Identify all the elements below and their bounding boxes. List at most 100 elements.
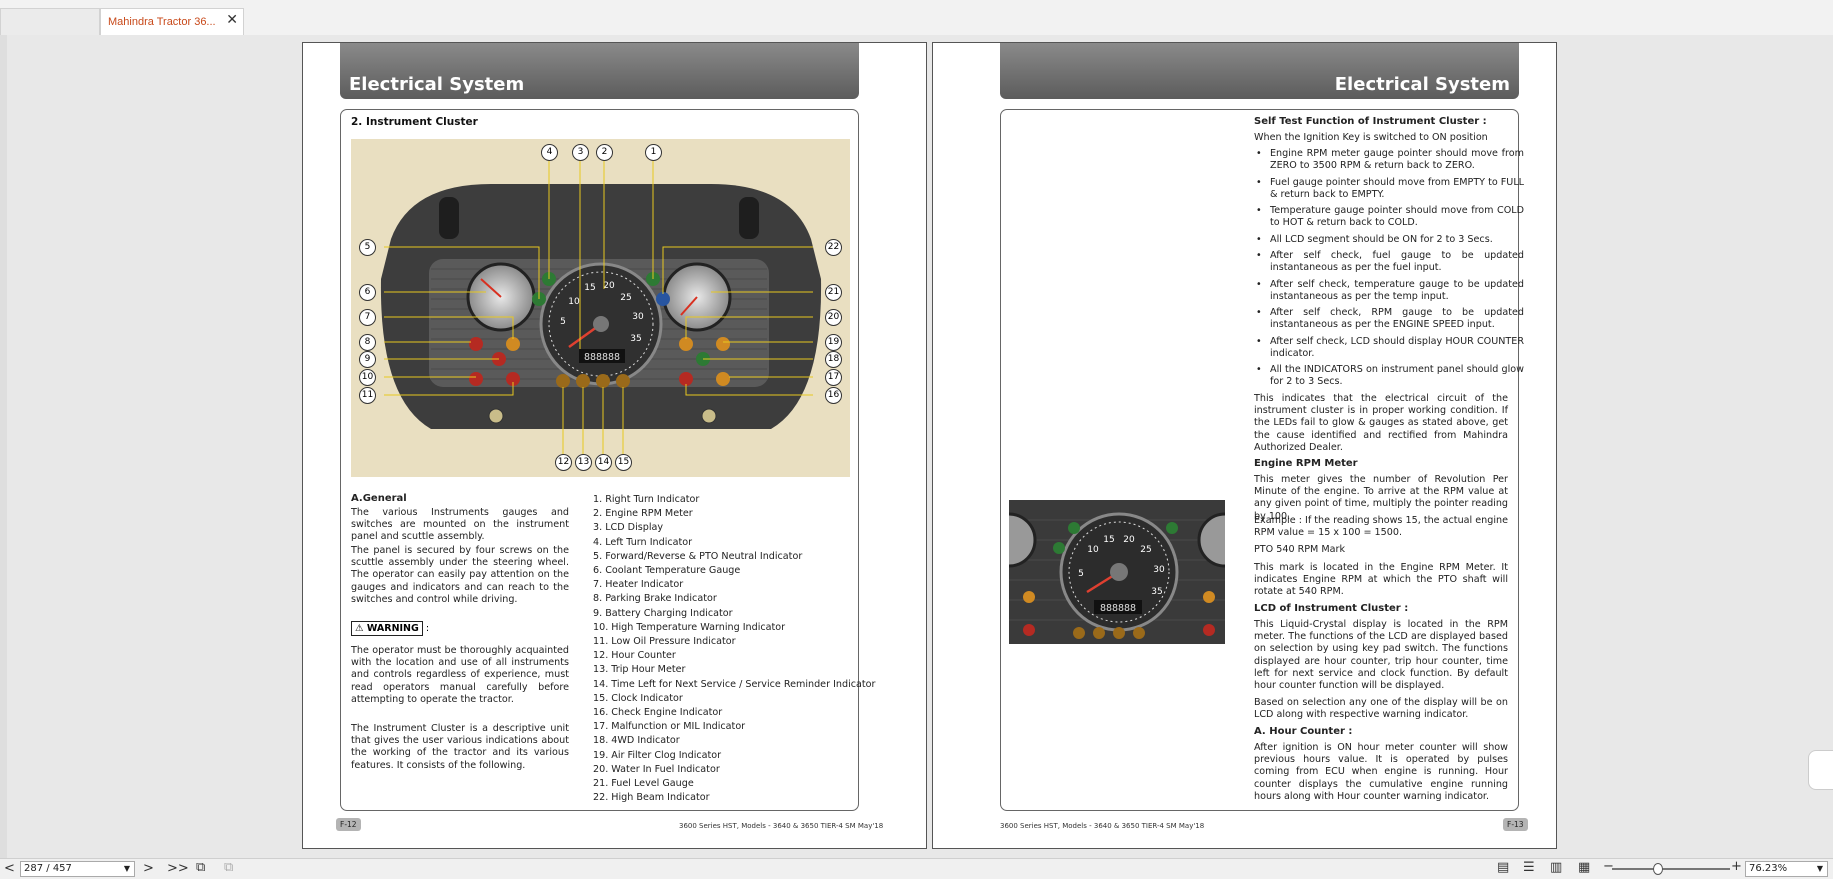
self-test-summary: This indicates that the electrical circu… — [1254, 393, 1508, 453]
list-item: 11. Low Oil Pressure Indicator — [593, 636, 736, 648]
callout-4: 4 — [541, 144, 558, 161]
lcd-heading: LCD of Instrument Cluster : — [1254, 603, 1409, 614]
chevron-down-icon[interactable]: ▼ — [123, 864, 130, 873]
self-test-heading: Self Test Function of Instrument Cluster… — [1254, 116, 1487, 127]
prev-page-button[interactable]: < — [4, 861, 15, 876]
callout-10: 10 — [359, 369, 376, 386]
callout-7: 7 — [359, 309, 376, 326]
rpm-meter-illustration: 888888 5 10 15 20 25 30 35 — [1009, 500, 1225, 644]
pto-heading: PTO 540 RPM Mark — [1254, 544, 1346, 555]
list-item: 21. Fuel Level Gauge — [593, 778, 694, 790]
tab-inactive[interactable] — [0, 8, 100, 35]
lcd-text-2: Based on selection any one of the displa… — [1254, 697, 1508, 721]
svg-text:35: 35 — [1151, 587, 1162, 597]
callout-17: 17 — [825, 369, 842, 386]
page-right: Electrical System Self Test Function of … — [932, 42, 1557, 849]
list-item: 22. High Beam Indicator — [593, 792, 710, 804]
callout-19: 19 — [825, 334, 842, 351]
next-page-button[interactable]: > — [143, 861, 154, 876]
pto-text: This mark is located in the Engine RPM M… — [1254, 562, 1508, 598]
callout-15: 15 — [615, 454, 632, 471]
list-item: 17. Malfunction or MIL Indicator — [593, 721, 746, 733]
tab-document[interactable]: Mahindra Tractor 36... ✕ — [100, 8, 244, 36]
list-item: 6. Coolant Temperature Gauge — [593, 565, 741, 577]
callout-16: 16 — [825, 387, 842, 404]
svg-text:20: 20 — [1123, 535, 1135, 545]
page-left: Electrical System 2. Instrument Cluster — [302, 42, 927, 849]
content-frame — [1000, 109, 1519, 811]
hour-counter-text: After ignition is ON hour meter counter … — [1254, 742, 1508, 802]
svg-text:30: 30 — [1153, 565, 1165, 575]
continuous-facing-view-icon[interactable]: ▦ — [1578, 860, 1591, 875]
callout-14: 14 — [595, 454, 612, 471]
page-number-input[interactable]: 287 / 457 ▼ — [20, 861, 135, 877]
page-header-band: Electrical System — [1000, 43, 1519, 99]
page-footer: 3600 Series HST, Models - 3640 & 3650 TI… — [1000, 822, 1205, 830]
self-test-bullet: Fuel gauge pointer should move from EMPT… — [1254, 177, 1524, 201]
list-item: 3. LCD Display — [593, 522, 664, 534]
zoom-slider[interactable] — [1612, 868, 1730, 870]
list-item: 12. Hour Counter — [593, 650, 676, 662]
last-page-button[interactable]: >> — [167, 861, 189, 876]
callout-8: 8 — [359, 334, 376, 351]
rpm-meter-photo: 888888 5 10 15 20 25 30 35 — [1009, 500, 1225, 644]
list-item: 16. Check Engine Indicator — [593, 707, 723, 719]
list-item: 14. Time Left for Next Service / Service… — [593, 678, 876, 690]
page-header-title: Electrical System — [349, 74, 525, 95]
self-test-bullet: After self check, RPM gauge to be update… — [1254, 307, 1524, 331]
callout-9: 9 — [359, 351, 376, 368]
fit-page-icon[interactable]: ⧉ — [224, 860, 234, 875]
callout-18: 18 — [825, 351, 842, 368]
rpm-example: Example : If the reading shows 15, the a… — [1254, 515, 1508, 539]
svg-text:30: 30 — [632, 312, 644, 322]
warning-icon: ⚠ — [355, 623, 364, 634]
rpm-lcd-text: 888888 — [1100, 603, 1136, 614]
general-paragraph-2: The panel is secured by four screws on t… — [351, 545, 569, 605]
list-item: 13. Trip Hour Meter — [593, 664, 686, 676]
callout-21: 21 — [825, 284, 842, 301]
zoom-in-button[interactable]: + — [1731, 859, 1742, 874]
list-item: 20. Water In Fuel Indicator — [593, 763, 720, 775]
hour-counter-heading: A. Hour Counter : — [1254, 726, 1353, 737]
list-item: 15. Clock Indicator — [593, 692, 683, 704]
continuous-view-icon[interactable]: ☰ — [1523, 860, 1535, 875]
tab-bar: Mahindra Tractor 36... ✕ — [0, 0, 1833, 36]
svg-text:15: 15 — [584, 283, 595, 293]
list-item: 19. Air Filter Clog Indicator — [593, 749, 722, 761]
page-header-band: Electrical System — [340, 43, 859, 99]
self-test-bullet: Engine RPM meter gauge pointer should mo… — [1254, 148, 1524, 172]
list-item: 9. Battery Charging Indicator — [593, 607, 733, 619]
facing-view-icon[interactable]: ▥ — [1550, 860, 1563, 875]
callout-1: 1 — [645, 144, 662, 161]
chevron-down-icon[interactable]: ▼ — [1816, 864, 1823, 873]
page-number-tag: F-13 — [1503, 818, 1528, 831]
callout-6: 6 — [359, 284, 376, 301]
rpm-meter-scale: 5 10 15 20 25 30 35 — [1078, 535, 1165, 597]
warning-colon: : — [425, 623, 430, 634]
svg-text:5: 5 — [560, 317, 566, 327]
assistant-widget[interactable] — [1808, 750, 1833, 790]
component-list: 1. Right Turn Indicator 2. Engine RPM Me… — [593, 493, 875, 805]
self-test-bullet: After self check, LCD should display HOU… — [1254, 336, 1524, 360]
lcd-text-1: This Liquid-Crystal display is located i… — [1254, 619, 1508, 692]
single-page-view-icon[interactable]: ▤ — [1497, 860, 1510, 875]
zoom-out-button[interactable]: − — [1603, 859, 1614, 874]
zoom-slider-handle[interactable] — [1653, 863, 1663, 875]
general-paragraph-1: The various Instruments gauges and switc… — [351, 507, 569, 543]
rotate-page-icon[interactable]: ⧉ — [196, 860, 206, 875]
warning-label: ⚠ WARNING : — [351, 621, 429, 636]
cluster-illustration: 888888 5 10 15 20 25 30 35 — [380, 161, 822, 454]
general-heading: A.General — [351, 493, 407, 504]
svg-text:5: 5 — [1078, 569, 1084, 579]
svg-text:10: 10 — [568, 297, 580, 307]
page-number-value: 287 / 457 — [24, 863, 72, 874]
rpm-gauge-scale: 5 10 15 20 25 30 35 — [560, 281, 644, 344]
close-icon[interactable]: ✕ — [226, 12, 238, 28]
list-item: 5. Forward/Reverse & PTO Neutral Indicat… — [593, 550, 803, 562]
callout-12: 12 — [555, 454, 572, 471]
warning-label-text: WARNING — [366, 623, 419, 634]
zoom-level-input[interactable]: 76.23%▼ — [1745, 861, 1828, 877]
list-item: 4. Left Turn Indicator — [593, 536, 693, 548]
self-test-bullet: After self check, fuel gauge to be updat… — [1254, 250, 1524, 274]
rpm-text: This meter gives the number of Revolutio… — [1254, 474, 1508, 522]
